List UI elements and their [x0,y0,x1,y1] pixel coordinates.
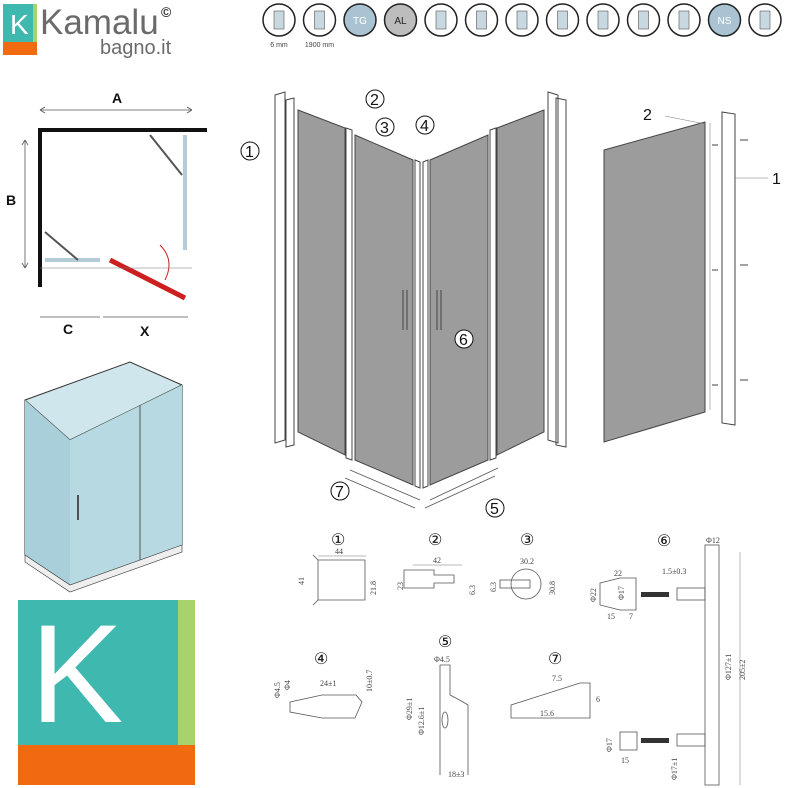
rotate-icon [464,3,499,37]
reversible-icon [424,3,458,37]
svg-text:6: 6 [459,332,468,349]
detail-2-label: ② [428,532,442,549]
svg-text:Φ127±1: Φ127±1 [724,654,733,680]
svg-text:1: 1 [245,144,254,161]
sliding-icon [505,3,539,37]
svg-text:1.5±0.3: 1.5±0.3 [662,567,686,576]
svg-text:18±3: 18±3 [448,770,464,779]
aluminium-icon: AL [383,3,418,37]
glass-thickness-icon: 6 mm [262,3,296,49]
svg-text:10±0.7: 10±0.7 [365,670,374,692]
brand-logo-large: K [18,595,195,785]
svg-text:Φ4.5: Φ4.5 [434,655,450,664]
svg-text:7: 7 [629,612,633,621]
detail-4-label: ④ [314,651,328,668]
svg-text:Φ17: Φ17 [617,586,626,600]
adjustable-icon [586,3,620,37]
svg-text:5: 5 [490,501,499,518]
dimension-b: B [6,192,16,208]
svg-text:TG: TG [353,16,367,27]
svg-text:22: 22 [614,569,622,578]
icon-caption: 6 mm [270,42,288,49]
enclosure-3d-view [24,361,183,593]
svg-text:7.5: 7.5 [552,674,562,683]
brand-name: Kamalu [40,3,159,42]
brand-domain: bagno.it [100,37,172,59]
svg-text:15: 15 [607,612,615,621]
svg-text:30.8: 30.8 [548,581,557,595]
svg-text:Φ12: Φ12 [706,536,720,545]
svg-text:205±2: 205±2 [738,660,747,680]
tempered-glass-icon: TG [343,3,377,37]
detail-7-label: ⑦ [548,651,562,668]
wall-mount-icon [626,3,661,37]
dimension-a: A [112,90,122,106]
svg-text:Φ12.6±1: Φ12.6±1 [417,707,426,735]
dimension-c: C [63,321,73,337]
svg-text:NS: NS [718,16,732,27]
brand-logo: K Kamalu © bagno.it [3,3,172,59]
svg-text:7: 7 [335,484,344,501]
svg-text:Φ17±1: Φ17±1 [670,758,679,780]
callout-7: 7 [330,481,350,501]
svg-text:15: 15 [621,756,629,765]
svg-text:44: 44 [335,547,343,556]
detail-3-label: ③ [520,532,534,549]
dimension-x: X [140,323,150,339]
svg-text:6.3: 6.3 [468,585,477,595]
svg-text:4: 4 [420,118,429,135]
seal-icon [748,3,782,37]
svg-text:23: 23 [396,582,405,590]
svg-text:42: 42 [433,556,441,565]
callout-5: 5 [485,498,505,518]
svg-text:24±1: 24±1 [320,679,336,688]
detail-6-label: ⑥ [657,533,671,550]
detail-1-label: ① [331,532,345,549]
callout-6: 6 [454,329,474,349]
svg-text:41: 41 [297,577,306,585]
callout-side-1: 1 [772,171,781,188]
magnetic-closure-icon [545,3,580,37]
svg-text:15.6: 15.6 [540,709,554,718]
svg-text:2: 2 [370,92,379,109]
svg-text:3: 3 [380,120,389,137]
svg-text:Φ17: Φ17 [605,738,614,752]
logo-letter: K [10,9,29,40]
callout-3: 3 [375,117,395,137]
svg-text:AL: AL [394,16,407,27]
height-icon: 1900 mm [302,3,337,49]
svg-text:6.3: 6.3 [489,582,498,592]
callout-side-2: 2 [643,107,652,124]
copyright: © [161,4,172,20]
callout-1: 1 [240,141,260,161]
svg-text:Φ29±1: Φ29±1 [405,698,414,720]
cut-to-size-icon [667,3,701,37]
wall-outline [38,128,207,287]
svg-text:30.2: 30.2 [520,557,534,566]
side-panel-view: 2 1 [603,107,781,443]
callout-4: 4 [415,115,435,135]
nano-coating-icon: NS [707,3,742,37]
plan-diagram: A B C X [6,90,207,339]
svg-text:21.8: 21.8 [369,581,378,595]
detail-5-label: ⑤ [438,634,452,651]
svg-text:Φ4: Φ4 [283,680,292,690]
callout-2: 2 [365,89,385,109]
profile-details: ① 44 41 21.8 ② 42 23 6.3 ③ 30.2 30.8 6.3… [273,532,747,786]
svg-text:Φ22: Φ22 [589,588,598,602]
icon-caption: 1900 mm [305,42,334,49]
svg-text:K: K [30,595,123,752]
svg-text:Φ4.5: Φ4.5 [273,682,282,698]
svg-text:6: 6 [596,695,600,704]
feature-icons: 6 mm 1900 mm TG AL NS [262,3,782,49]
